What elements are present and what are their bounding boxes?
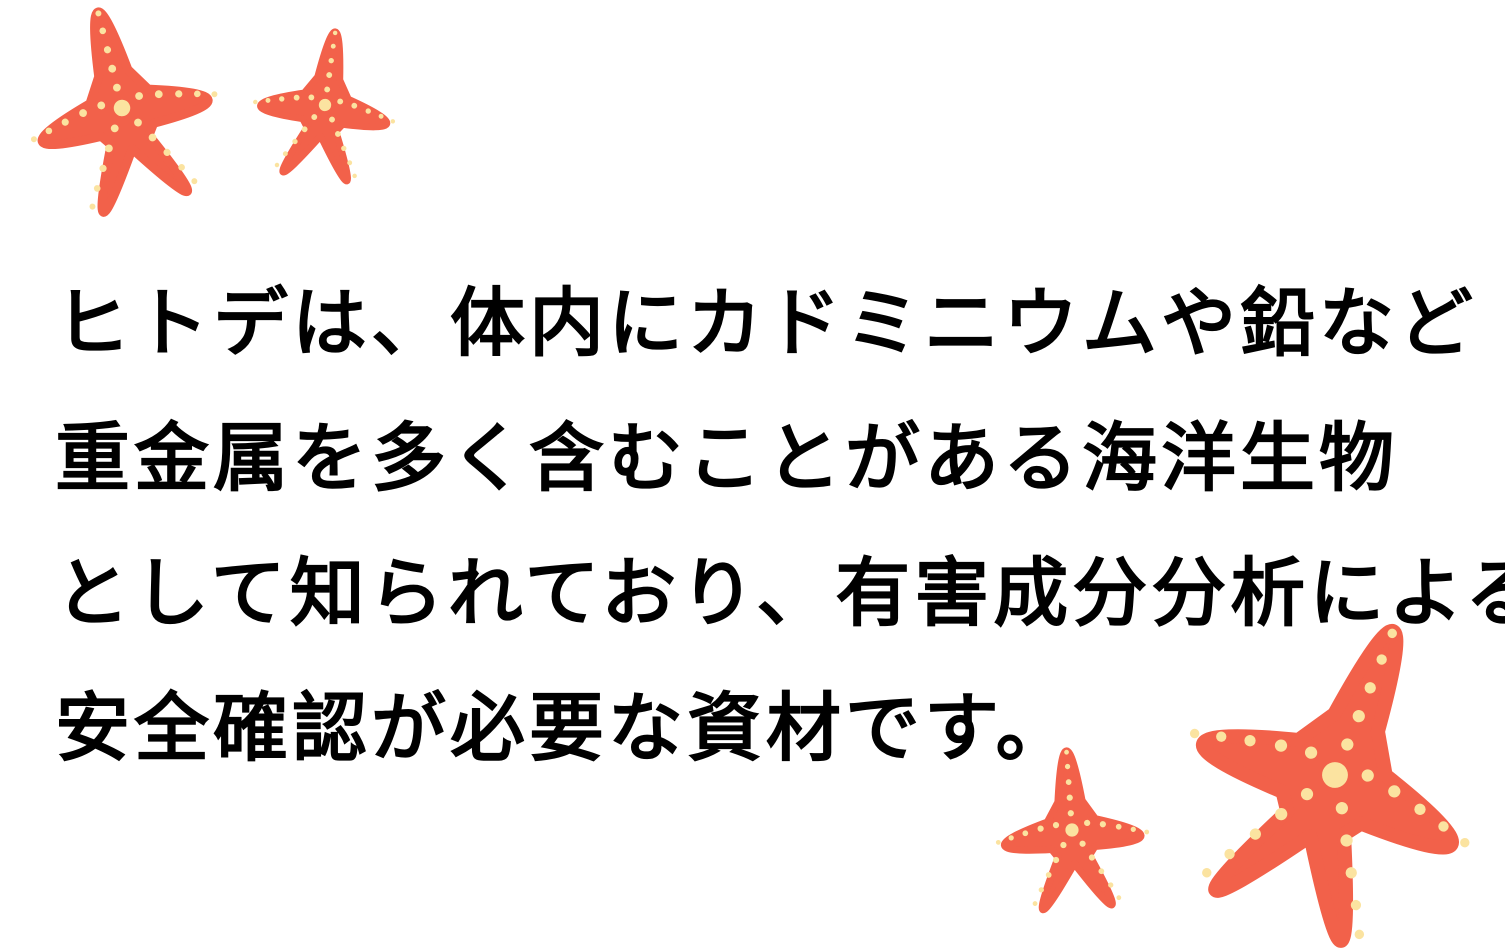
text-line-2: 重金属を多く含むことがある海洋生物 [55, 414, 1399, 502]
starfish-icon [244, 21, 406, 187]
text-line-1: ヒトデは、体内にカドミニウムや鉛など [55, 279, 1478, 367]
starfish-icon [5, 0, 239, 225]
text-line-4: 安全確認が必要な資材です。 [55, 684, 1075, 772]
main-text: ヒトデは、体内にカドミニウムや鉛など 重金属を多く含むことがある海洋生物 として… [55, 256, 1505, 796]
text-line-3: として知られており、有害成分分析による [55, 549, 1505, 637]
